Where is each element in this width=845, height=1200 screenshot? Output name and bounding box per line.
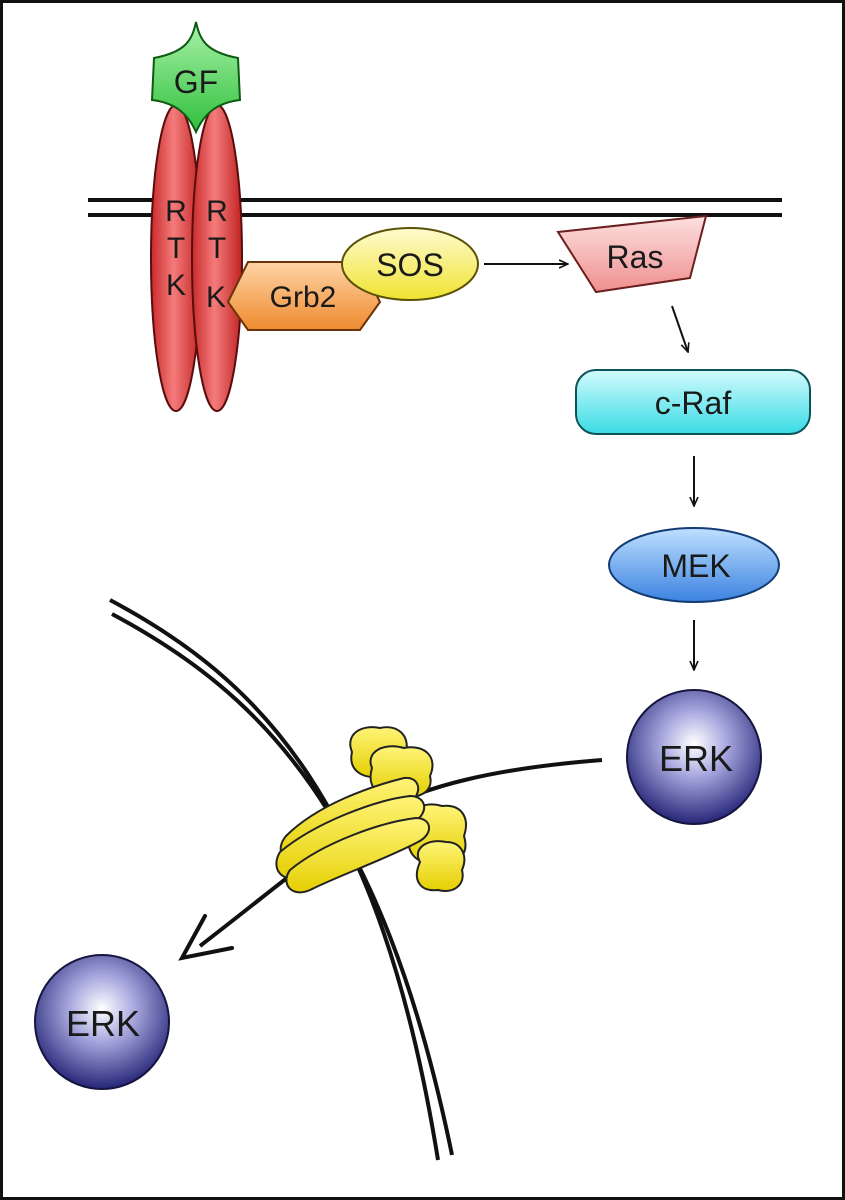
grb2-label: Grb2 — [270, 281, 337, 314]
mek-node: MEK — [608, 527, 780, 603]
rtk-receptor-right: R T — [191, 104, 243, 412]
rtk-left-letter-t: T — [167, 232, 185, 265]
sos-label: SOS — [376, 247, 444, 283]
rtk-right-letter-r: R — [206, 195, 228, 228]
rtk-left-letter-k: K — [166, 269, 186, 302]
grb2-node: Grb2 — [226, 261, 382, 331]
erk-nucleus-label: ERK — [66, 1003, 140, 1044]
growth-factor-node: GF — [150, 21, 242, 135]
c-raf-label: c-Raf — [655, 385, 732, 421]
sos-node: SOS — [341, 227, 479, 301]
nuclear-envelope — [109, 598, 454, 1161]
pathway-arrows — [484, 264, 694, 670]
erk-cytoplasm-node: ERK — [626, 689, 762, 825]
rtk-left-letter-r: R — [165, 195, 187, 228]
ras-label: Ras — [607, 239, 664, 275]
mek-label: MEK — [661, 548, 730, 584]
gf-label: GF — [174, 64, 218, 100]
c-raf-node: c-Raf — [575, 369, 811, 435]
rtk-right-letter-t: T — [208, 232, 226, 265]
rtk-receptor-left: R T K — [150, 104, 202, 412]
nuclear-pore-complex — [275, 726, 467, 894]
erk-nucleus-node: ERK — [34, 954, 170, 1090]
rtk-right-letter-k: K — [206, 281, 226, 314]
arrow-ras-to-c-raf — [671, 305, 688, 352]
erk-cytoplasm-label: ERK — [659, 738, 733, 779]
ras-node: Ras — [556, 214, 708, 294]
